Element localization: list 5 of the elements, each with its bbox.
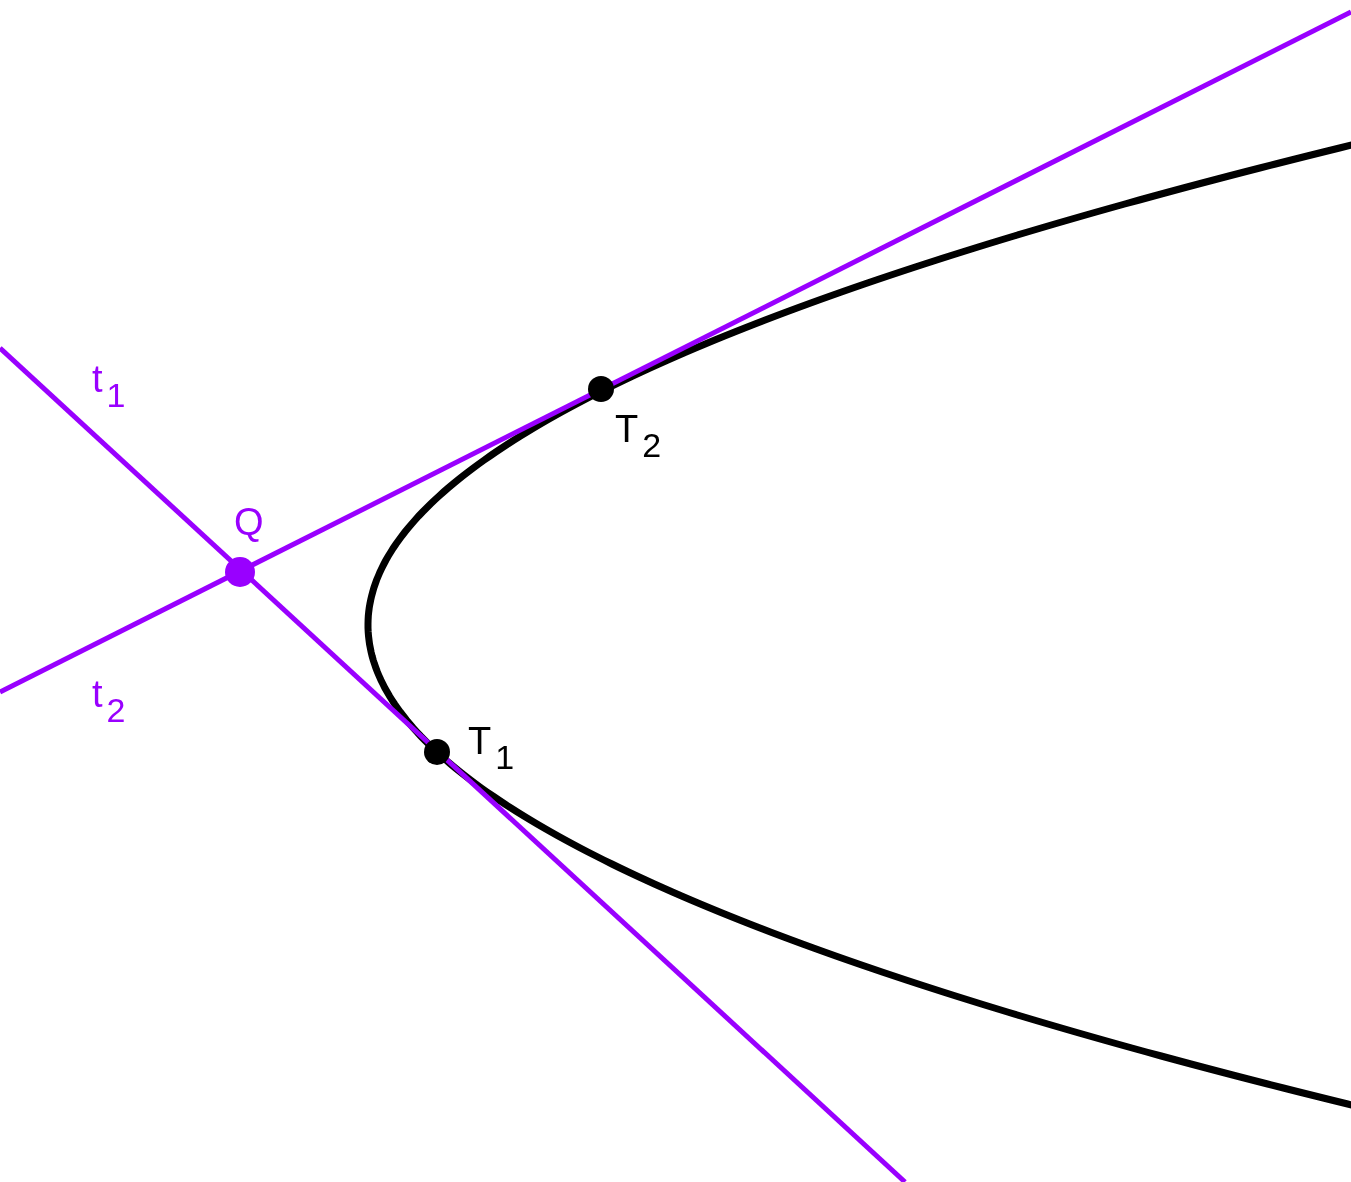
line-label: t$_{1}$ [92,360,126,413]
point-label: Q [234,503,264,541]
line-label: t$_{2}$ [92,675,126,728]
point-label: T$_{1}$ [468,722,515,775]
point-label: T$_{2}$ [615,410,662,463]
